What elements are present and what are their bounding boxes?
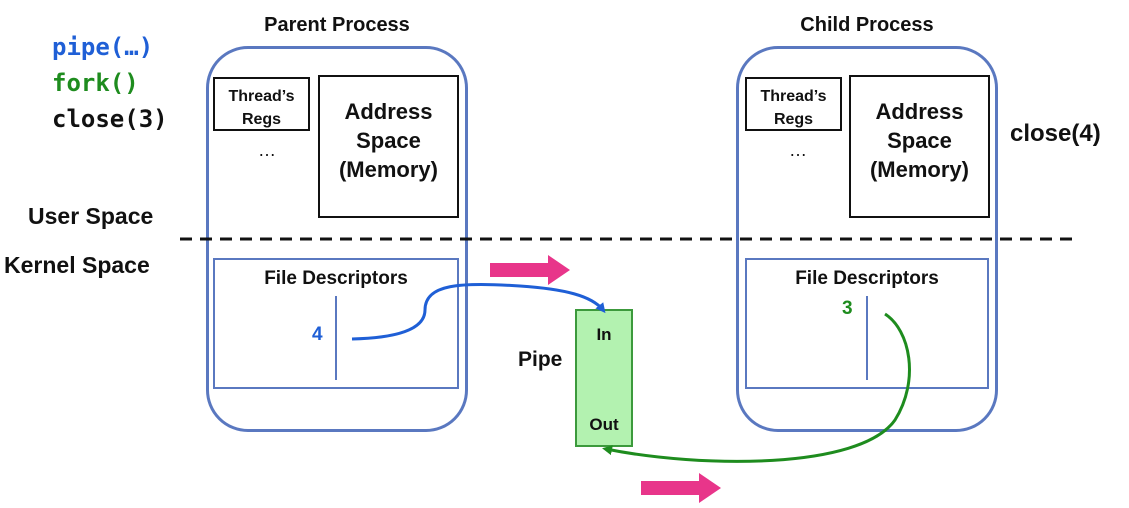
parent-fd-separator xyxy=(335,296,337,380)
user-space-label: User Space xyxy=(28,203,154,229)
pink-arrow-icon-lower xyxy=(641,473,721,503)
child-regs-ellipsis: … xyxy=(789,140,807,160)
blue-fd-to-pipe-in-arrow xyxy=(351,282,606,341)
code-pipe-call: pipe(…) xyxy=(52,33,154,61)
child-process-title: Child Process xyxy=(800,14,934,36)
child-process-box xyxy=(736,46,998,432)
green-fd-to-pipe-out-arrow xyxy=(602,312,911,463)
child-addr-line3: (Memory) xyxy=(869,157,969,182)
child-addr-line1: Address xyxy=(875,99,964,124)
pipe-label: Pipe xyxy=(518,348,563,371)
parent-addr-line2: Space xyxy=(356,128,421,153)
pink-arrow-icon-upper xyxy=(490,255,570,285)
parent-process-title: Parent Process xyxy=(264,14,410,36)
child-regs-line1: Thread’s xyxy=(760,88,827,105)
kernel-space-label: Kernel Space xyxy=(4,252,150,278)
parent-addr-line1: Address xyxy=(344,99,433,124)
parent-thread-regs-box: Thread’s Regs xyxy=(213,77,310,131)
parent-addr-line3: (Memory) xyxy=(338,157,438,182)
parent-regs-line1: Thread’s xyxy=(228,88,295,105)
child-address-space-box: Address Space (Memory) xyxy=(849,75,990,218)
parent-regs-ellipsis: … xyxy=(258,140,276,160)
parent-fd-title: File Descriptors xyxy=(264,268,408,289)
code-close-3-call: close(3) xyxy=(52,105,168,133)
parent-fd-number: 4 xyxy=(312,324,323,345)
parent-regs-line2: Regs xyxy=(241,111,282,128)
pipe-in-label: In xyxy=(596,325,612,344)
child-fd-title: File Descriptors xyxy=(795,268,939,289)
child-close-4-label: close(4) xyxy=(1010,120,1101,147)
parent-address-space-box: Address Space (Memory) xyxy=(318,75,459,218)
child-thread-regs-box: Thread’s Regs xyxy=(745,77,842,131)
pipe-out-label: Out xyxy=(589,415,619,434)
child-fd-number: 3 xyxy=(842,298,853,319)
child-addr-line2: Space xyxy=(887,128,952,153)
code-fork-call: fork() xyxy=(52,69,139,97)
child-fd-separator xyxy=(866,296,868,380)
child-regs-line2: Regs xyxy=(773,111,814,128)
